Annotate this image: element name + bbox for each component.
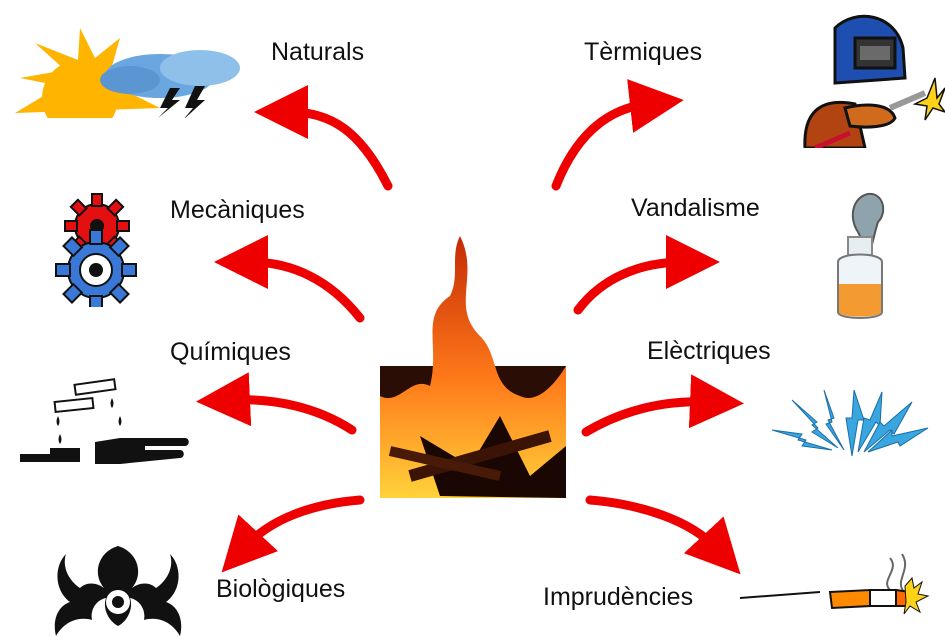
arrow-quimiques [232, 400, 352, 430]
arrow-electriques [586, 402, 708, 432]
label-quimiques: Químiques [170, 340, 291, 365]
cigarette-icon [740, 550, 940, 630]
sun-storm-cloud-icon [10, 28, 250, 118]
gears-icon [52, 192, 142, 307]
arrow-naturals [290, 112, 388, 186]
electric-sparks-icon [772, 390, 932, 470]
label-electriques: Elèctriques [647, 339, 771, 364]
welder-torch-icon [795, 8, 945, 148]
arrow-mecaniques [250, 262, 360, 318]
label-imprudencies: Imprudències [543, 585, 693, 610]
label-vandalisme: Vandalisme [631, 196, 760, 221]
biohazard-icon [48, 540, 188, 637]
corrosive-hazard-icon [20, 372, 190, 472]
label-naturals: Naturals [271, 40, 364, 65]
arrow-termiques [556, 104, 648, 186]
label-termiques: Tèrmiques [584, 40, 702, 65]
arrow-vandalisme [578, 262, 684, 310]
fire-photo-icon [380, 236, 566, 498]
label-biologiques: Biològiques [216, 577, 345, 602]
arrow-imprudencies [590, 500, 716, 548]
molotov-bottle-icon [828, 192, 898, 322]
arrow-biologiques [246, 500, 360, 546]
label-mecaniques: Mecàniques [170, 198, 305, 223]
